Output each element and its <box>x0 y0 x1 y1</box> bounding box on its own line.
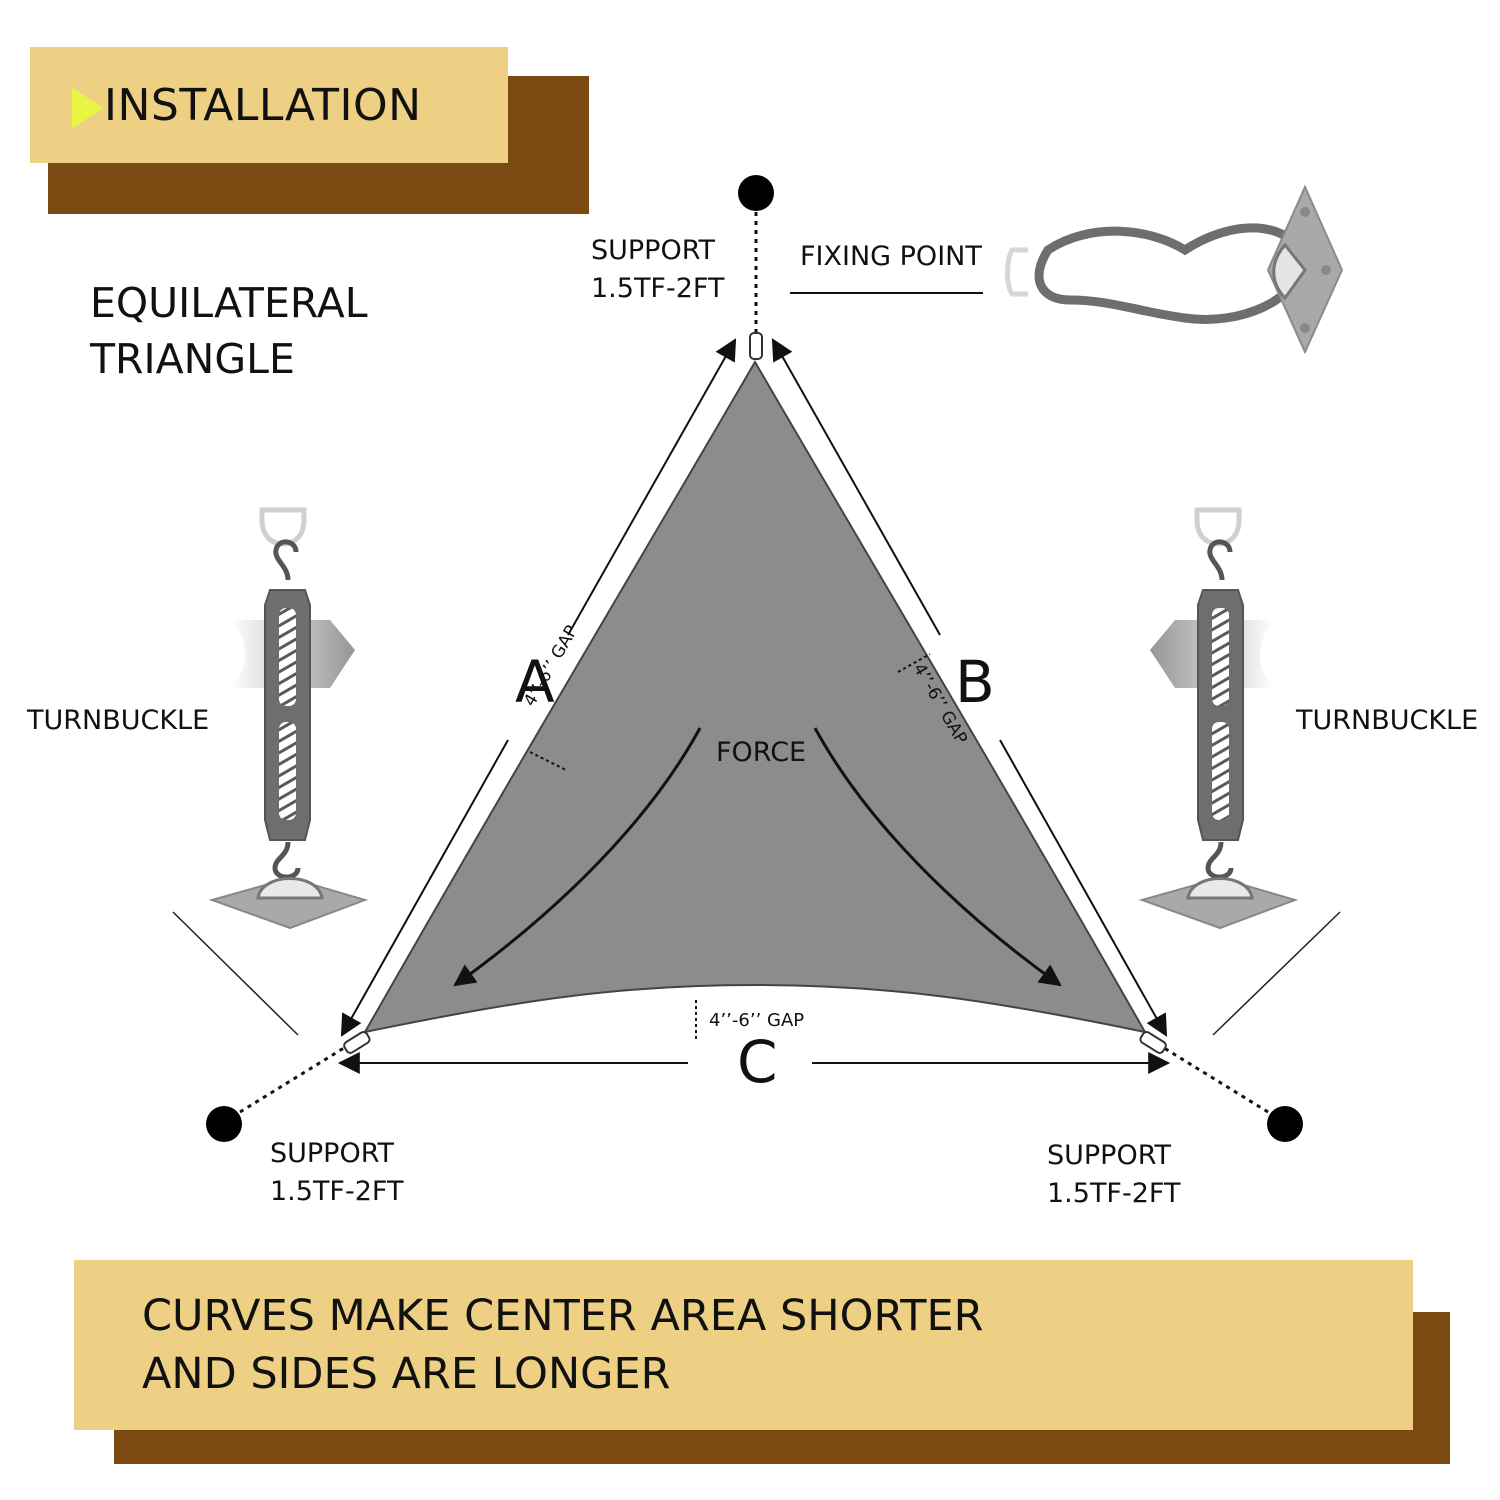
fixing-point-icon <box>1005 184 1344 355</box>
turnbuckle-left-icon <box>208 507 369 930</box>
side-b-arrow-upper <box>771 338 941 636</box>
footer-line-2: AND SIDES ARE LONGER <box>142 1349 671 1399</box>
gap-marker-b <box>897 653 931 673</box>
support-post-top <box>738 175 774 211</box>
side-label-a: A <box>515 648 555 716</box>
force-arrow-right <box>813 727 1062 987</box>
play-marker-icon <box>72 88 104 128</box>
force-arrow-left <box>453 727 702 987</box>
support-label-right: SUPPORT 1.5TF-2FT <box>1047 1140 1181 1209</box>
header-title: INSTALLATION <box>104 80 422 131</box>
corner-ring-right <box>1139 1031 1167 1054</box>
footer-banner <box>74 1260 1413 1430</box>
diagram-subtitle: EQUILATERAL TRIANGLE <box>90 275 368 387</box>
corner-ring-top <box>749 332 763 360</box>
footer-caption: CURVES MAKE CENTER AREA SHORTER AND SIDE… <box>142 1287 984 1403</box>
side-label-b: B <box>955 648 995 716</box>
shade-sail <box>363 360 1147 1034</box>
tie-line-right <box>1155 1041 1269 1114</box>
force-label: FORCE <box>716 737 807 768</box>
subtitle-line-2: TRIANGLE <box>90 335 295 383</box>
gap-label-c: 4’’-6’’ GAP <box>709 1010 805 1031</box>
turnbuckle-label-right: TURNBUCKLE <box>1296 705 1479 736</box>
tie-line-left <box>239 1041 353 1114</box>
support-post-left <box>206 1106 242 1142</box>
subtitle-line-1: EQUILATERAL <box>90 279 368 327</box>
header-banner <box>30 47 508 163</box>
side-a-arrow-upper <box>567 338 737 636</box>
side-a-arrow-lower <box>340 739 509 1037</box>
support-label-top: SUPPORT 1.5TF-2FT <box>591 235 725 304</box>
gap-marker-a <box>529 751 567 771</box>
turnbuckle-right-icon <box>1138 507 1299 930</box>
side-label-c: C <box>737 1028 778 1096</box>
fixing-point-label: FIXING POINT <box>800 241 982 272</box>
corner-ring-left <box>343 1031 371 1054</box>
turnbuckle-right-leader <box>1212 911 1341 1036</box>
side-b-arrow-lower <box>999 739 1168 1037</box>
support-post-right <box>1267 1106 1303 1142</box>
turnbuckle-label-left: TURNBUCKLE <box>27 705 210 736</box>
turnbuckle-left-leader <box>172 911 299 1036</box>
footer-line-1: CURVES MAKE CENTER AREA SHORTER <box>142 1291 984 1341</box>
support-label-left: SUPPORT 1.5TF-2FT <box>270 1138 404 1207</box>
